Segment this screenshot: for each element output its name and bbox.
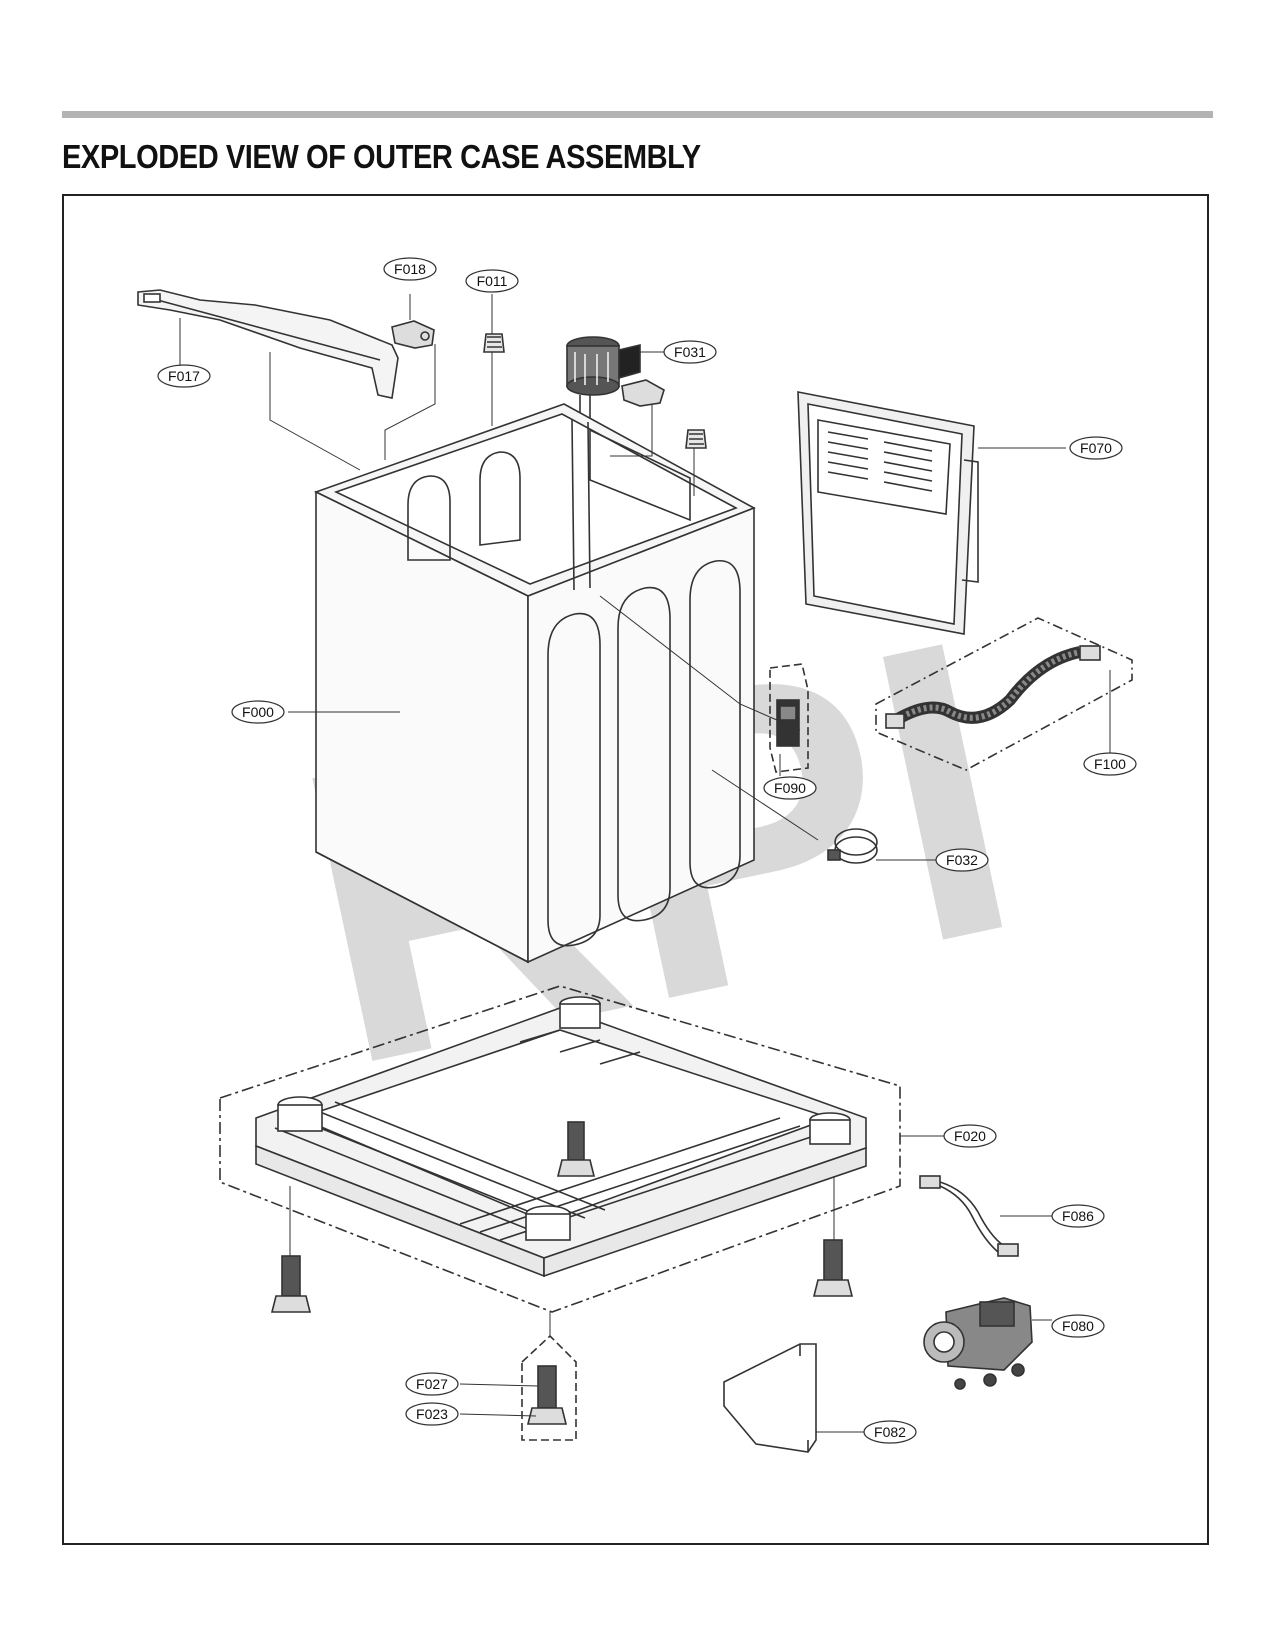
callout-labels: F017 F018 F011 F031 F070 F000 F090 F100 … xyxy=(168,261,1126,1440)
callout-f000: F000 xyxy=(242,704,274,720)
callout-f100: F100 xyxy=(1094,756,1126,772)
callout-f017: F017 xyxy=(168,368,200,384)
callout-f027: F027 xyxy=(416,1376,448,1392)
leveling-leg-part-3 xyxy=(521,1334,577,1441)
leveling-leg-part-2 xyxy=(812,1239,854,1297)
leader-lines xyxy=(179,294,1111,1433)
callout-f090: F090 xyxy=(774,780,806,796)
bumper-part-2 xyxy=(685,429,707,449)
callout-f020: F020 xyxy=(954,1128,986,1144)
base-frame-part xyxy=(219,985,901,1313)
mounting-plate-part xyxy=(723,1343,817,1453)
page-title: EXPLODED VIEW OF OUTER CASE ASSEMBLY xyxy=(62,138,701,175)
callout-f031: F031 xyxy=(674,344,706,360)
callout-f082: F082 xyxy=(874,1424,906,1440)
callout-f023: F023 xyxy=(416,1406,448,1422)
hose-clamp-part xyxy=(827,828,878,864)
wire-harness-part xyxy=(919,1175,1019,1257)
drain-pump-part xyxy=(923,1297,1033,1390)
callout-f032: F032 xyxy=(946,852,978,868)
top-bracket-part xyxy=(137,289,399,399)
switch-assembly-part xyxy=(566,336,641,420)
callout-f080: F080 xyxy=(1062,1318,1094,1334)
hinge-bracket-part xyxy=(391,320,435,349)
leveling-leg-part xyxy=(270,1255,312,1313)
callout-f011: F011 xyxy=(477,273,508,289)
hinge-bracket-part-2 xyxy=(621,379,665,407)
hose-part xyxy=(875,617,1133,771)
rear-panel-part xyxy=(797,391,979,635)
callout-f086: F086 xyxy=(1062,1208,1094,1224)
callout-f018: F018 xyxy=(394,261,426,277)
bumper-part xyxy=(483,333,505,353)
header-rule xyxy=(62,111,1213,118)
door-switch-part xyxy=(769,663,809,773)
callout-f070: F070 xyxy=(1080,440,1112,456)
cabinet-part xyxy=(313,403,756,964)
callout-ovals xyxy=(157,257,1137,1444)
